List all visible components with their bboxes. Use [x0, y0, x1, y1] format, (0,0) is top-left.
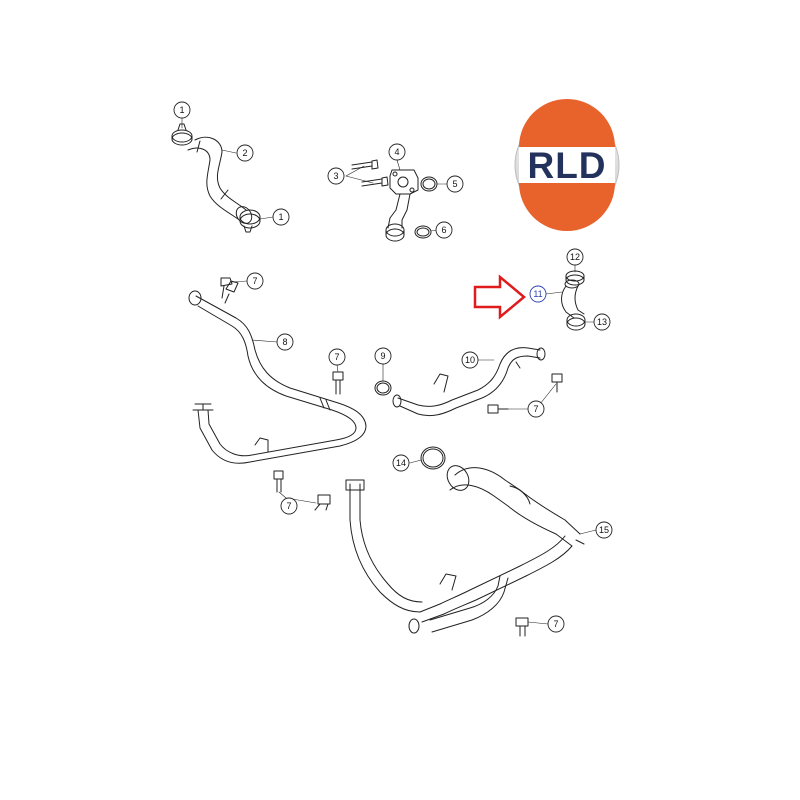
callout-circle	[374, 347, 392, 365]
tube-part-15	[345, 465, 585, 634]
tube-part-8	[188, 280, 367, 464]
callout-number: 2	[242, 148, 247, 158]
callout-c12: 12	[566, 248, 584, 266]
housing-part-4	[385, 169, 419, 242]
callout-circle	[246, 272, 264, 290]
callout-circle	[566, 248, 584, 266]
bolt-part-7-g	[551, 373, 563, 393]
callout-number: 1	[179, 105, 184, 115]
callout-circle	[529, 285, 547, 303]
elbow-part-11	[561, 279, 585, 319]
bolt-part-7-b	[332, 371, 344, 395]
bolt-part-7-f	[487, 404, 509, 414]
oring-part-5	[420, 176, 438, 192]
callout-c3: 3	[327, 167, 345, 185]
callout-c7d: 7	[280, 497, 298, 515]
callout-circle	[328, 348, 346, 366]
callout-c14: 14	[392, 454, 410, 472]
callout-number: 8	[282, 337, 287, 347]
callout-circle	[527, 400, 545, 418]
oring-part-9	[374, 380, 392, 396]
callout-circle	[461, 351, 479, 369]
callout-c7b: 7	[328, 348, 346, 366]
bolt-part-7-e	[515, 617, 529, 637]
callout-circle	[236, 144, 254, 162]
callout-circle	[276, 333, 294, 351]
callout-number: 14	[396, 458, 406, 468]
callout-c6: 6	[435, 221, 453, 239]
callout-number: 7	[553, 619, 558, 629]
callout-number: 3	[333, 171, 338, 181]
callout-number: 7	[286, 501, 291, 511]
bolts-part-3	[351, 159, 389, 187]
callout-circle	[446, 175, 464, 193]
callout-c5: 5	[446, 175, 464, 193]
callout-number: 6	[441, 225, 446, 235]
callout-c2: 2	[236, 144, 254, 162]
hose-part-2	[187, 136, 253, 224]
bolt-part-7-d	[314, 494, 331, 511]
callout-number: 12	[570, 252, 580, 262]
bolt-part-7-c	[273, 470, 284, 493]
clamp-part-13	[566, 313, 586, 331]
callout-number: 4	[394, 147, 399, 157]
callout-number: 7	[334, 352, 339, 362]
callout-c8: 8	[276, 333, 294, 351]
logo-text: RLD	[527, 145, 606, 186]
callout-circle	[435, 221, 453, 239]
callout-number: 15	[599, 525, 609, 535]
callout-circle	[595, 521, 613, 539]
callout-c7e: 7	[547, 615, 565, 633]
callout-c15: 15	[595, 521, 613, 539]
callout-c7a: 7	[246, 272, 264, 290]
callout-c7c: 7	[527, 400, 545, 418]
callout-c9: 9	[374, 347, 392, 365]
callout-circle	[280, 497, 298, 515]
rld-logo: RLD	[514, 99, 620, 231]
callout-c1a: 1	[173, 101, 191, 119]
callout-number: 1	[278, 212, 283, 222]
callout-number: 13	[597, 317, 607, 327]
callout-c11: 11	[529, 285, 547, 303]
callout-circle	[593, 313, 611, 331]
callout-number: 7	[252, 276, 257, 286]
highlight-arrow	[473, 274, 526, 320]
oring-part-14	[420, 446, 446, 470]
callout-circle	[547, 615, 565, 633]
oring-part-6	[414, 225, 432, 239]
callout-circle	[272, 208, 290, 226]
callout-number: 10	[465, 355, 475, 365]
callout-c4: 4	[388, 143, 406, 161]
callout-number: 5	[452, 179, 457, 189]
callout-circle	[392, 454, 410, 472]
clamp-part-12	[565, 270, 585, 286]
callout-number: 11	[533, 289, 542, 299]
callout-c13: 13	[593, 313, 611, 331]
tube-part-10	[392, 347, 546, 417]
callout-number: 7	[533, 404, 538, 414]
callout-c10: 10	[461, 351, 479, 369]
callout-number: 9	[380, 351, 385, 361]
callout-c1b: 1	[272, 208, 290, 226]
callout-circle	[327, 167, 345, 185]
callout-circle	[388, 143, 406, 161]
bolt-part-7-a	[220, 277, 233, 299]
callout-circle	[173, 101, 191, 119]
